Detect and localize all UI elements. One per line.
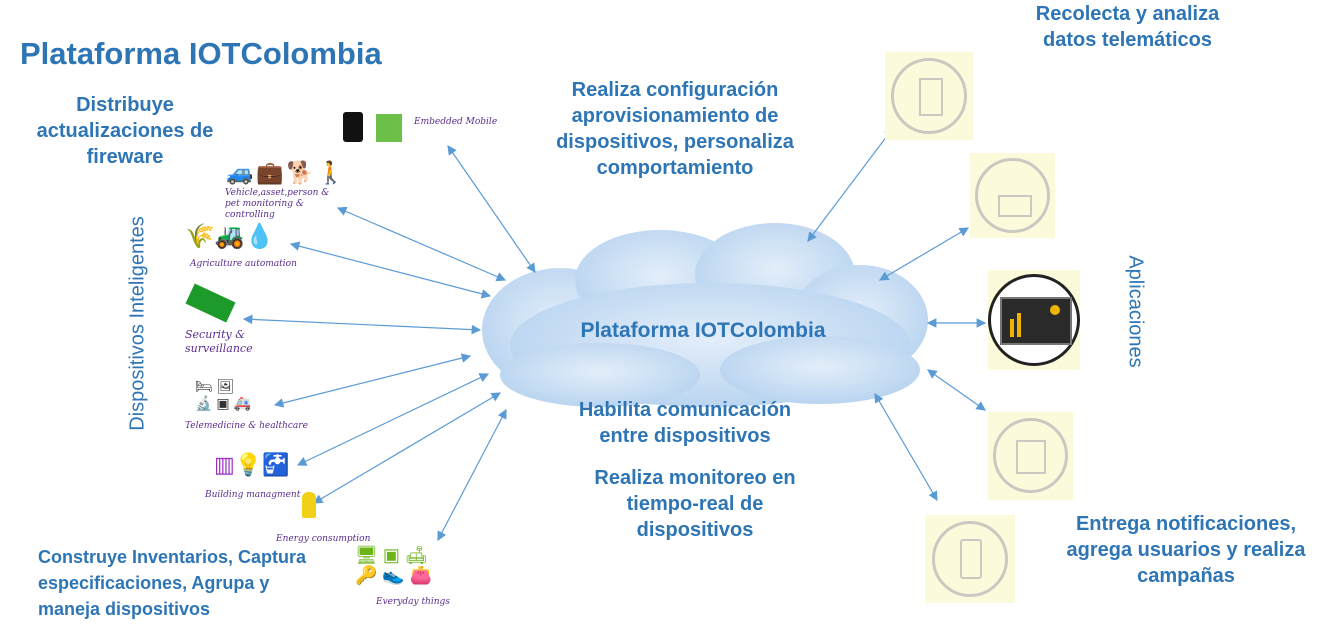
- energy-bulb-icon: [302, 492, 316, 518]
- arrows: [242, 127, 987, 542]
- device-label: Embedded Mobile: [414, 117, 498, 127]
- tablet-checklist-icon: [885, 52, 973, 140]
- left-vertical-label: Dispositivos Inteligentes: [126, 216, 149, 431]
- cloud-label: Plataforma IOTColombia: [580, 319, 826, 342]
- note-inventory: Construye Inventarios, Captura especific…: [38, 547, 307, 619]
- note-notifications: Entrega notificaciones, agrega usuarios …: [1066, 513, 1306, 587]
- mobile-notification-icon: [925, 515, 1015, 603]
- dashboard-icon: [988, 270, 1080, 370]
- device-label: Vehicle,asset,person & pet monitoring & …: [225, 188, 330, 220]
- telemedicine-icon: 🛏 🖼🔬 ▣ 🚑: [195, 378, 251, 411]
- page-title: Plataforma IOTColombia: [20, 36, 382, 71]
- embedded-board-icon: [376, 114, 402, 142]
- device-label: Security & surveillance: [185, 328, 253, 355]
- everyday-things-icon: 🖥 ▣ 🛋🔑 👟 👛: [355, 545, 433, 585]
- embedded-mobile-icon: [343, 112, 363, 142]
- right-vertical-label: Aplicaciones: [1124, 255, 1147, 368]
- note-monitor: Realiza monitoreo en tiempo-real de disp…: [594, 467, 796, 541]
- cloud-shape: [482, 223, 928, 407]
- vehicle-asset-pet-icon: 🚙💼🐕🚶: [226, 160, 348, 185]
- device-label: Telemedicine & healthcare: [185, 421, 308, 431]
- device-label: Everyday things: [376, 597, 450, 607]
- agriculture-icon: 🌾🚜💧: [185, 223, 275, 250]
- note-telematics: Recolecta y analiza datos telemáticos: [1035, 3, 1220, 51]
- note-firmware: Distribuye actualizaciones de fireware: [36, 94, 214, 168]
- building-icon: ▥💡🚰: [214, 452, 290, 477]
- device-label: Building managment: [205, 490, 301, 500]
- device-label: Agriculture automation: [190, 259, 297, 269]
- note-config: Realiza configuración aprovisionamiento …: [556, 79, 794, 179]
- factory-icon: [970, 153, 1055, 238]
- device-label: Energy consumption: [276, 534, 371, 544]
- server-icon: [988, 412, 1073, 500]
- note-comms: Habilita comunicación entre dispositivos: [578, 399, 792, 447]
